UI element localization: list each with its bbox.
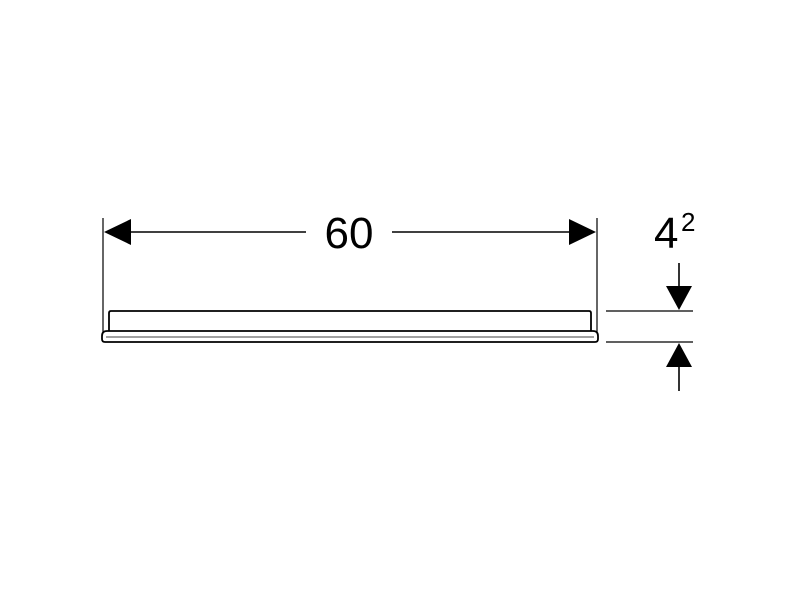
height-arrow-up [666, 343, 692, 367]
width-arrow-left [104, 219, 131, 245]
panel-profile [101, 310, 599, 343]
height-dimension-superscript: 2 [681, 207, 695, 237]
height-arrow-down [666, 286, 692, 310]
width-dimension-label: 60 [325, 209, 374, 258]
width-arrow-right [569, 219, 596, 245]
height-dimension-label: 4 [654, 209, 678, 258]
height-dimension-value: 4 [654, 209, 678, 258]
